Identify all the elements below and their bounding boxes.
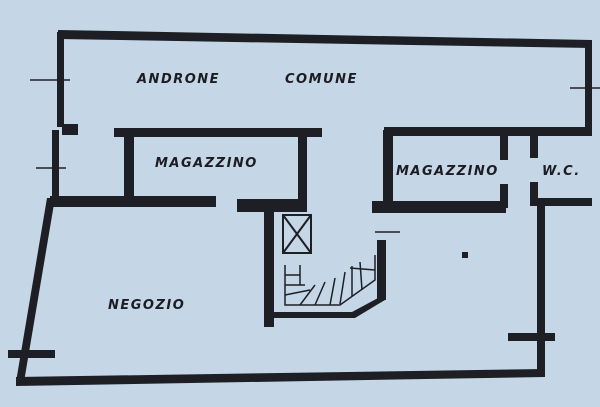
left-wall-mid: [52, 130, 59, 202]
mag-left-top: [114, 128, 322, 137]
elevator: [282, 214, 312, 254]
partition-left: [50, 196, 216, 207]
stair-left: [264, 205, 274, 327]
room-label-wc: W.C.: [542, 164, 581, 179]
wc-wall-r-bot: [530, 182, 538, 206]
mag-right-side: [383, 130, 393, 208]
wc-wall-l-top: [500, 133, 508, 160]
left-wall-lower: [16, 198, 55, 382]
left-wall-jog: [62, 124, 78, 135]
wc-wall-l-bot: [500, 184, 508, 208]
top-wall: [58, 30, 592, 48]
partition-right: [372, 201, 506, 213]
walls: [16, 30, 592, 386]
stair-right: [377, 240, 386, 300]
entrance-bar-left: [8, 350, 55, 358]
mag-left-side-l: [124, 133, 134, 198]
room-label-androne: ANDRONE: [136, 72, 220, 87]
room-label-magazzino-left: MAGAZZINO: [155, 156, 258, 171]
door-markers: [8, 79, 600, 358]
entrance-bar-right: [508, 333, 555, 341]
room-label-negozio: NEGOZIO: [108, 298, 185, 313]
mag-right-top: [384, 127, 592, 136]
room-label-comune: COMUNE: [285, 72, 358, 87]
stair-bottom: [264, 290, 385, 318]
partition-wc: [530, 198, 592, 206]
mag-left-side-r: [298, 135, 307, 201]
right-wall-lower: [537, 198, 545, 376]
room-label-magazzino-right: MAGAZZINO: [396, 164, 499, 179]
wc-wall-r-top: [530, 133, 538, 158]
bottom-wall: [16, 369, 545, 386]
staircase: [284, 255, 376, 306]
